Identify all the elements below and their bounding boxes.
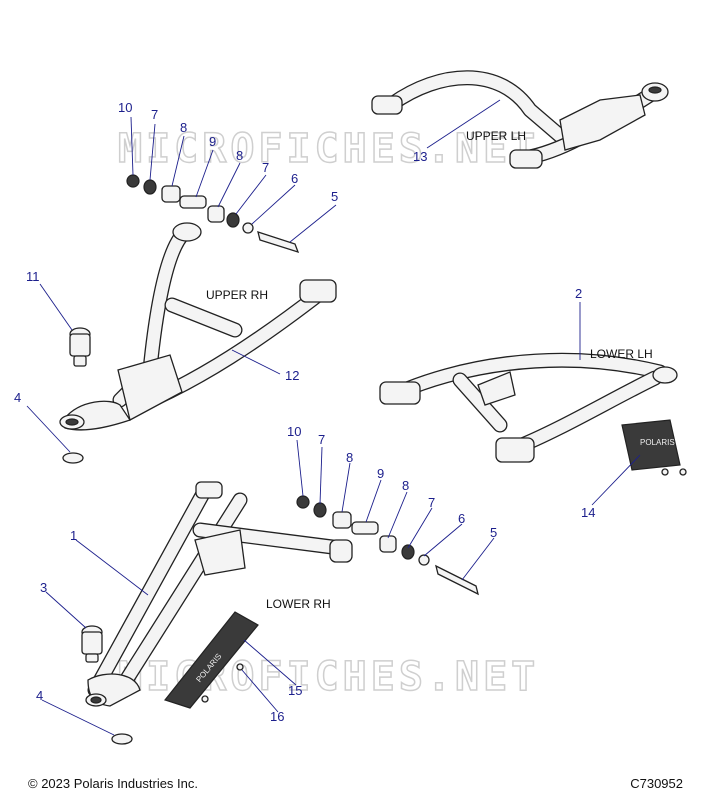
- callout-12: 12: [285, 368, 299, 383]
- diagram-code: C730952: [630, 776, 683, 791]
- label-lower-lh: LOWER LH: [590, 347, 653, 361]
- callout-10-upper: 10: [118, 100, 132, 115]
- callout-7-upper-b: 7: [262, 160, 269, 175]
- snap-ring-lower: [111, 733, 133, 745]
- label-upper-lh: UPPER LH: [466, 129, 526, 143]
- snap-ring-upper: [62, 452, 84, 464]
- callout-2: 2: [575, 286, 582, 301]
- callout-8-lower-b: 8: [402, 478, 409, 493]
- callout-7-lower-a: 7: [318, 432, 325, 447]
- upper-lh-arm: [371, 70, 669, 169]
- brand-plate-lh: POLARIS: [640, 438, 675, 447]
- ball-joint-lower: [81, 625, 103, 663]
- callout-9-upper: 9: [209, 134, 216, 149]
- callout-8-lower-a: 8: [346, 450, 353, 465]
- upper-hardware: [126, 174, 300, 254]
- callout-6-upper: 6: [291, 171, 298, 186]
- upper-rh-arm: [59, 222, 337, 431]
- skid-plate-lh: POLARIS: [621, 419, 687, 476]
- callout-7-upper-a: 7: [151, 107, 158, 122]
- watermark-top: MICROFICHES.NET: [118, 126, 539, 172]
- callout-10-lower: 10: [287, 424, 301, 439]
- label-lower-rh: LOWER RH: [266, 597, 331, 611]
- ball-joint-upper: [69, 327, 91, 367]
- callout-4-upper: 4: [14, 390, 21, 405]
- callout-5-upper: 5: [331, 189, 338, 204]
- skid-plate-rh: POLARIS: [163, 611, 259, 709]
- callout-8-upper-a: 8: [180, 120, 187, 135]
- leader-lines: [26, 99, 641, 736]
- lower-lh-arm: [379, 352, 678, 463]
- callout-1: 1: [70, 528, 77, 543]
- callout-11: 11: [26, 269, 40, 284]
- callout-14: 14: [581, 505, 595, 520]
- callout-7-lower-b: 7: [428, 495, 435, 510]
- callout-5-lower: 5: [490, 525, 497, 540]
- copyright-text: © 2023 Polaris Industries Inc.: [28, 776, 198, 791]
- callout-8-upper-b: 8: [236, 148, 243, 163]
- callout-15: 15: [288, 683, 302, 698]
- lower-hardware: [296, 495, 479, 596]
- label-upper-rh: UPPER RH: [206, 288, 268, 302]
- callout-3: 3: [40, 580, 47, 595]
- callout-9-lower: 9: [377, 466, 384, 481]
- callout-16: 16: [270, 709, 284, 724]
- callout-13: 13: [413, 149, 427, 164]
- callout-6-lower: 6: [458, 511, 465, 526]
- lower-rh-arm: [85, 481, 353, 707]
- callout-4-lower: 4: [36, 688, 43, 703]
